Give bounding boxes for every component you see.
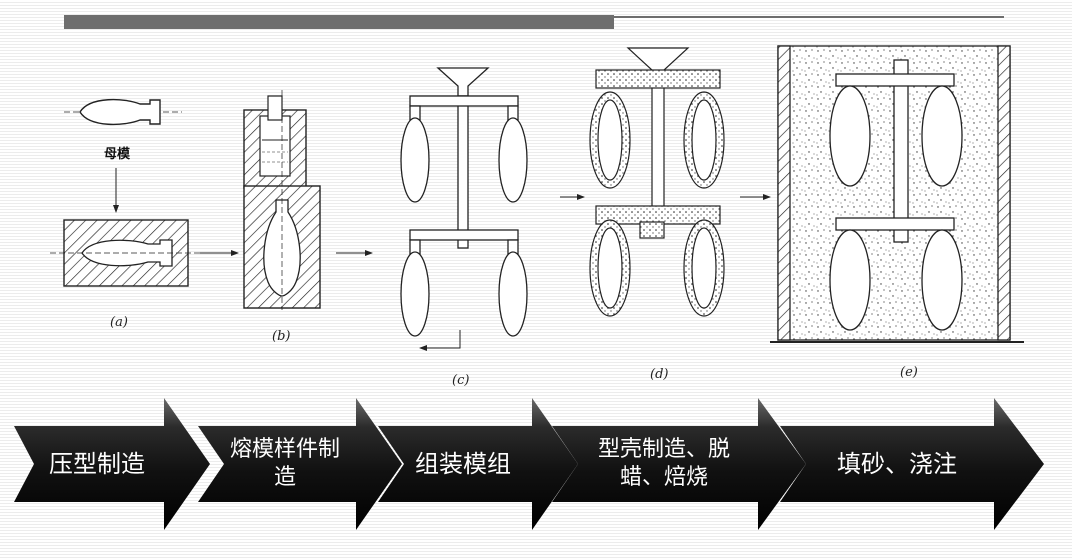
investment-casting-diagram: 母模 (a) (b) (c) (50, 45, 1024, 388)
header-rule (614, 16, 1004, 18)
stage-d: (d) (589, 47, 771, 382)
step-label-3: 组装模组 (415, 450, 511, 478)
step-arrow-1: 压型制造 (14, 398, 210, 530)
step-arrow-5: 填砂、浇注 (780, 398, 1044, 530)
stage-e: (e) (770, 45, 1024, 380)
caption-d: (d) (650, 367, 668, 382)
stage-b: (b) (243, 90, 373, 344)
caption-a: (a) (110, 315, 128, 330)
step-arrow-4: 型壳制造、脱蜡、焙烧 (552, 398, 806, 530)
caption-b: (b) (272, 329, 290, 344)
master-pattern (79, 98, 161, 126)
step-label-5: 填砂、浇注 (837, 450, 957, 478)
header-bar (64, 15, 614, 29)
caption-e: (e) (900, 365, 918, 380)
stage-c: (c) (400, 67, 585, 388)
master-mold-label: 母模 (104, 146, 131, 162)
step-arrow-3: 组装模组 (378, 398, 578, 530)
step-label-2: 熔模样件制造 (229, 437, 340, 490)
step-arrow-2: 熔模样件制造 (198, 398, 402, 530)
step-label-4: 型壳制造、脱蜡、焙烧 (597, 437, 730, 490)
stage-a: 母模 (a) (50, 98, 239, 330)
caption-c: (c) (452, 373, 469, 388)
step-label-1: 压型制造 (49, 450, 145, 478)
